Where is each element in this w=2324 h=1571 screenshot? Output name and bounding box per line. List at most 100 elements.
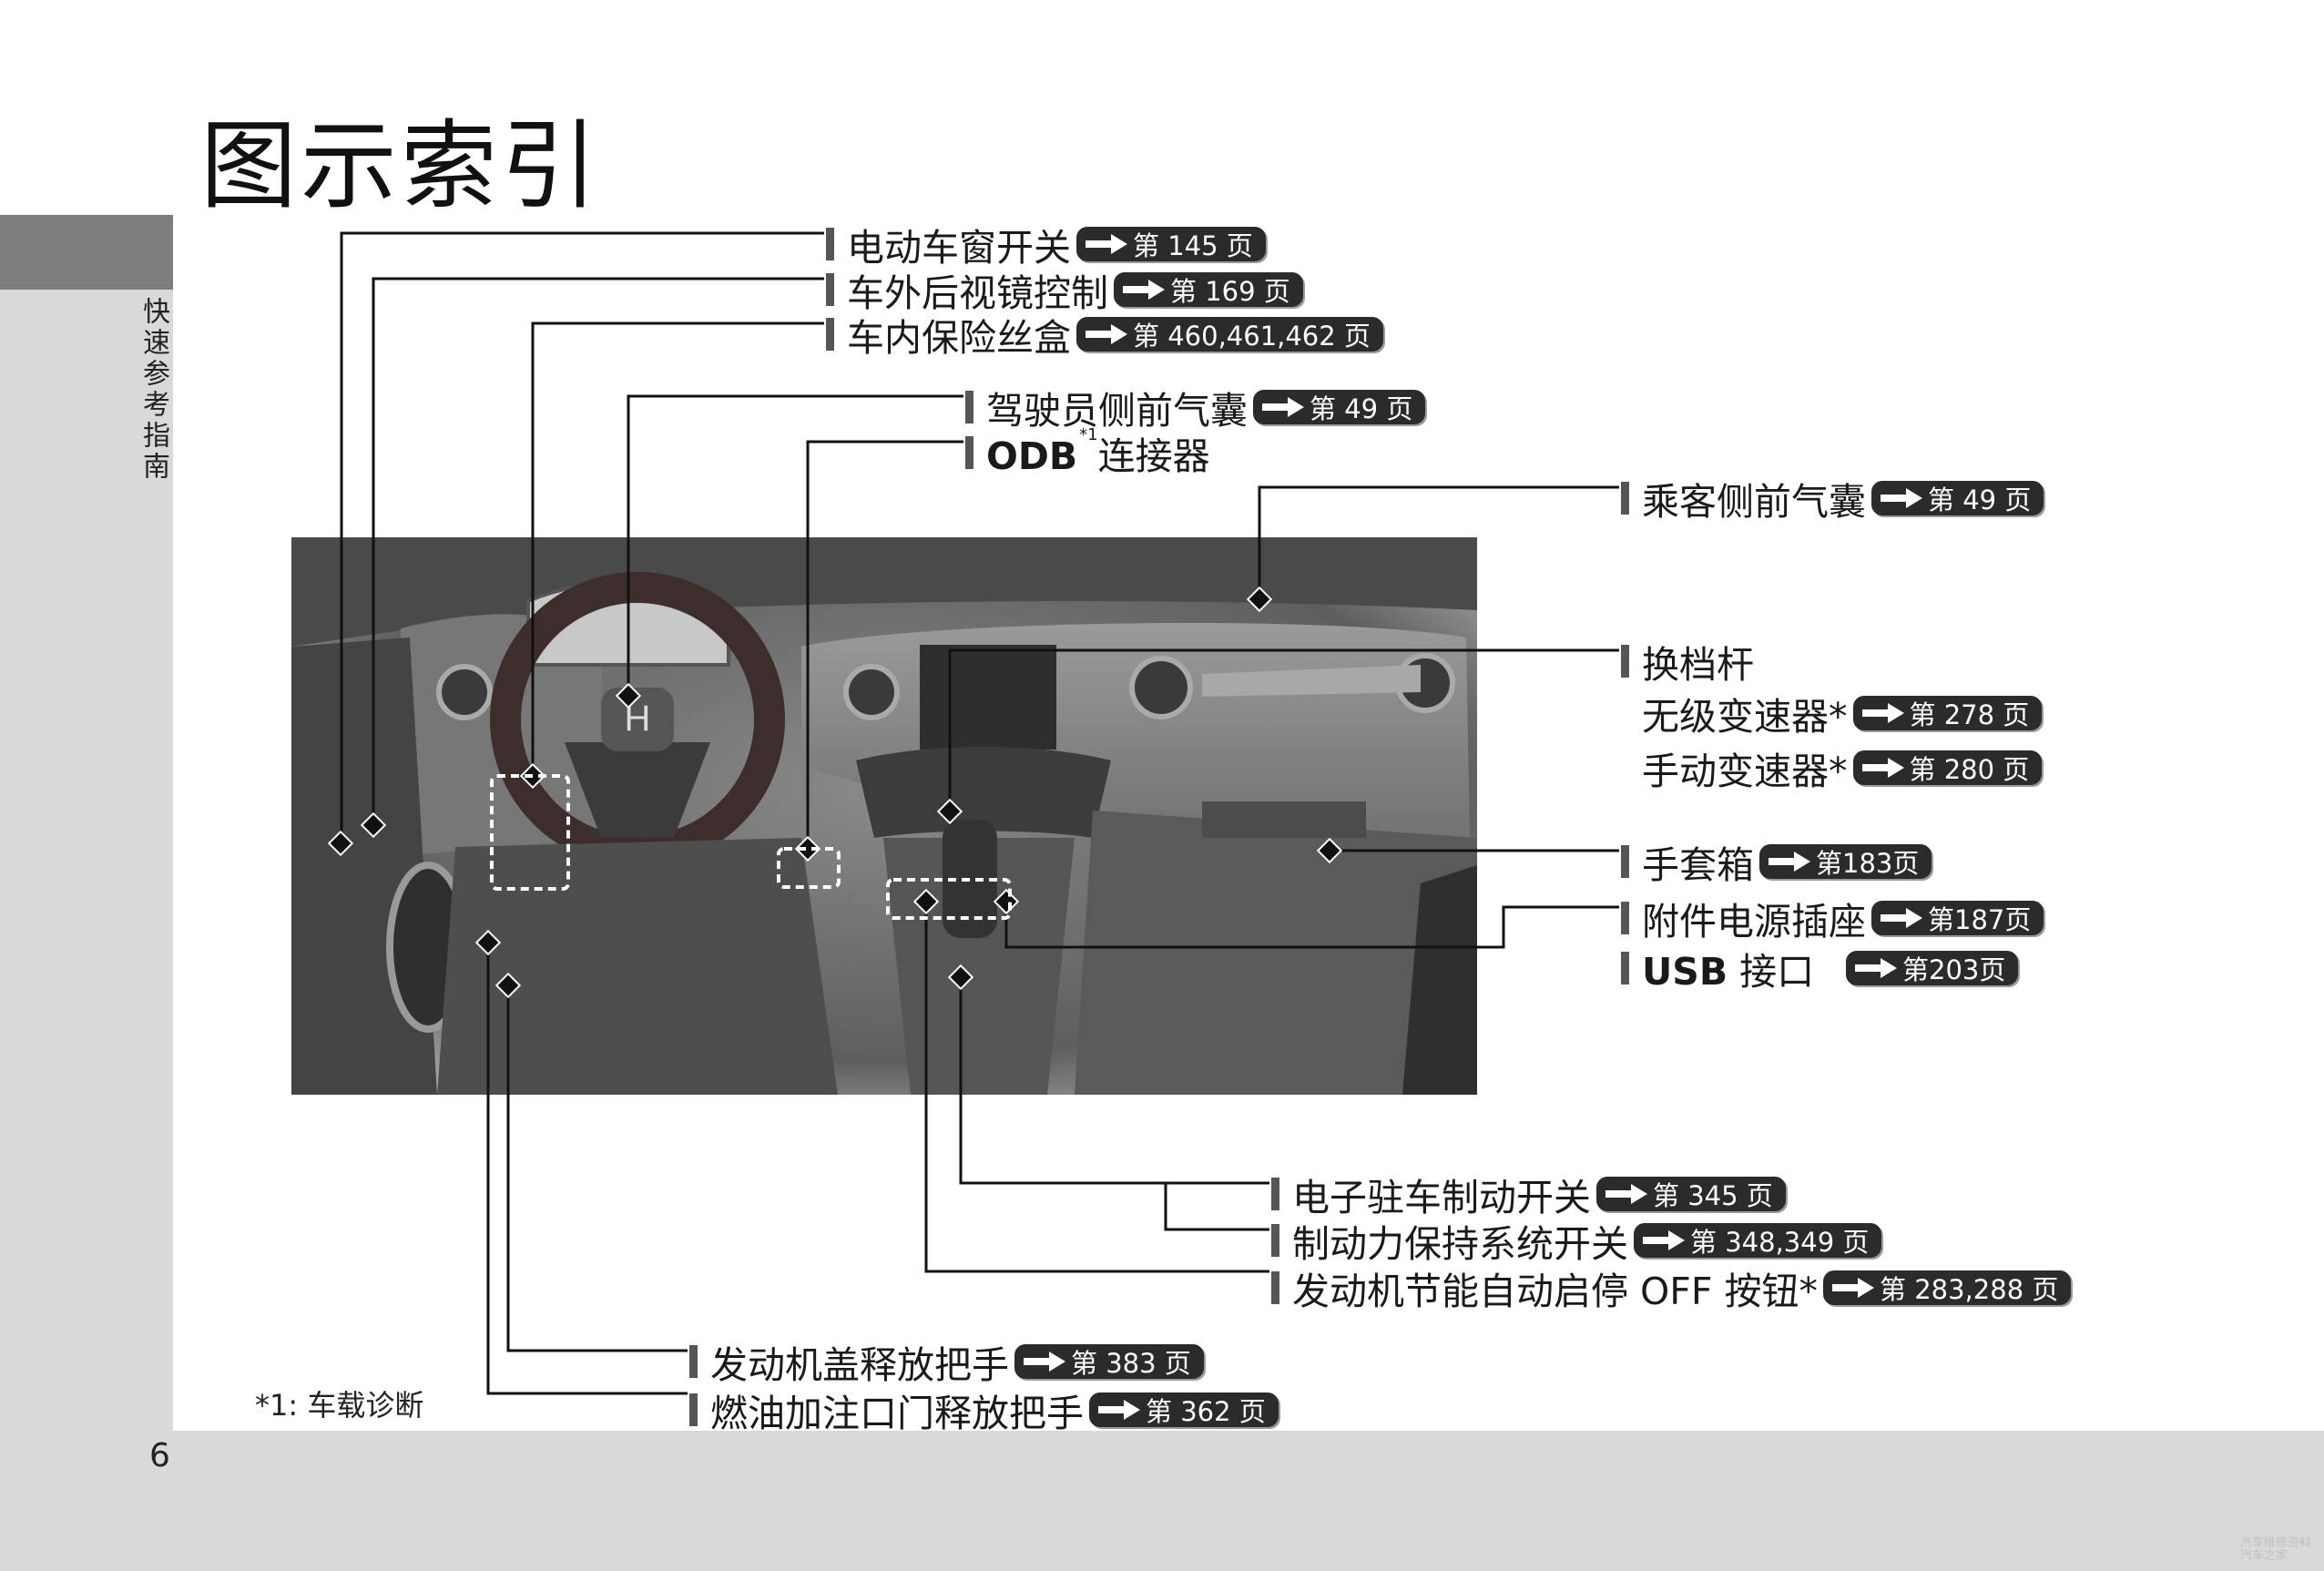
callout-label-text: 连接器 [1097, 434, 1210, 478]
callout-interior-fuse-box: 车内保险丝盒 第 460,461,462 页 [826, 307, 1383, 362]
arrow-right-icon [1881, 488, 1922, 508]
page-reference-link[interactable]: 第 169 页 [1114, 272, 1303, 307]
callout-label: 换档杆 [1642, 643, 1754, 687]
callout-label: 电子驻车制动开关 [1292, 1176, 1591, 1219]
footnote: *1: 车载诊断 [255, 1388, 424, 1423]
footer-band [0, 1431, 2324, 1571]
callout-marker [1621, 902, 1629, 934]
callout-label: USB 接口 [1642, 941, 1840, 995]
page-reference-text: 第 49 页 [1928, 485, 2032, 515]
callout-brake-hold-switch: 制动力保持系统开关 第 348,349 页 [1271, 1213, 1882, 1268]
arrow-right-icon [1768, 852, 1810, 872]
callout-label: 燃油加注口门释放把手 [710, 1392, 1084, 1435]
page-reference-text: 第 362 页 [1146, 1396, 1266, 1427]
callout-exterior-mirror-control: 车外后视镜控制 第 169 页 [826, 262, 1303, 317]
page-reference-text: 第 383 页 [1071, 1348, 1191, 1379]
callout-label: 无级变速器* [1642, 695, 1848, 739]
callout-driver-front-airbag: 驾驶员侧前气囊 第 49 页 [965, 380, 1426, 434]
callout-fuel-fill-door-release-handle: 燃油加注口门释放把手 第 362 页 [689, 1382, 1279, 1437]
callout-cvt: 无级变速器* 第 278 页 [1621, 686, 2043, 740]
page-number: 6 [149, 1437, 170, 1474]
arrow-right-icon [1832, 1278, 1875, 1298]
callout-marker [826, 273, 834, 306]
callout-label: 驾驶员侧前气囊 [986, 389, 1248, 433]
callout-label: 手套箱 [1642, 843, 1754, 887]
callout-label: 手动变速器* [1642, 750, 1848, 793]
callout-label: ODB*1连接器 [986, 425, 1210, 480]
page-reference-text: 第187页 [1928, 904, 2032, 935]
callout-obd-connector: ODB*1连接器 [965, 425, 1210, 480]
page-reference-link[interactable]: 第 460,461,462 页 [1076, 317, 1383, 352]
callout-marker [826, 228, 834, 260]
callout-marker [1621, 952, 1629, 984]
page-reference-text: 第 169 页 [1170, 276, 1290, 307]
callout-auto-idle-stop-off-button: 发动机节能自动启停 OFF 按钮* 第 283,288 页 [1271, 1260, 2072, 1315]
callout-label: 发动机节能自动启停 OFF 按钮* [1292, 1270, 1819, 1313]
page-title: 图示索引 [200, 110, 601, 222]
page-reference-link[interactable]: 第203页 [1846, 951, 2019, 985]
callout-accessory-power-socket: 附件电源插座 第187页 [1621, 891, 2044, 945]
watermark: 汽车维修资料 汽车之家 [2240, 1536, 2312, 1563]
callout-marker [1621, 645, 1629, 678]
callout-label: 附件电源插座 [1642, 900, 1866, 944]
page-reference-link[interactable]: 第 280 页 [1852, 750, 2043, 785]
page-reference-text: 第183页 [1816, 848, 1920, 879]
callout-label-bold: ODB [986, 434, 1078, 478]
callout-power-window-switch: 电动车窗开关 第 145 页 [826, 217, 1266, 271]
page-reference-link[interactable]: 第 145 页 [1076, 227, 1266, 261]
page-reference-text: 第203页 [1902, 954, 2006, 985]
callout-marker [965, 436, 973, 469]
callout-manual-transmission: 手动变速器* 第 280 页 [1621, 740, 2043, 795]
side-strip [0, 215, 173, 1440]
arrow-right-icon [1098, 1400, 1140, 1420]
arrow-right-icon [1861, 758, 1904, 778]
callout-passenger-front-airbag: 乘客侧前气囊 第 49 页 [1621, 471, 2044, 525]
footnote-marker: *1 [1079, 425, 1098, 444]
page-reference-text: 第 145 页 [1133, 230, 1253, 261]
arrow-right-icon [1861, 703, 1904, 723]
callout-hood-release-handle: 发动机盖释放把手 第 383 页 [689, 1334, 1204, 1389]
callout-marker [1271, 1271, 1279, 1304]
page-reference-link[interactable]: 第 49 页 [1871, 481, 2044, 515]
arrow-right-icon [1086, 324, 1127, 344]
page-reference-link[interactable]: 第 278 页 [1852, 696, 2043, 730]
callout-marker [689, 1393, 698, 1426]
callout-electric-parking-brake-switch: 电子驻车制动开关 第 345 页 [1271, 1167, 1786, 1221]
page-reference-text: 第 345 页 [1653, 1180, 1773, 1211]
callout-label: 车内保险丝盒 [847, 316, 1071, 360]
page-reference-text: 第 283,288 页 [1880, 1274, 2059, 1305]
page-reference-link[interactable]: 第187页 [1871, 901, 2044, 935]
page-reference-link[interactable]: 第 348,349 页 [1634, 1223, 1882, 1258]
page-reference-link[interactable]: 第183页 [1759, 844, 1932, 879]
page-reference-text: 第 348,349 页 [1690, 1227, 1870, 1258]
page-reference-text: 第 49 页 [1310, 393, 1413, 424]
page-reference-text: 第 280 页 [1909, 754, 2030, 785]
section-label: 快速参考指南 [138, 297, 169, 483]
arrow-right-icon [1262, 397, 1304, 417]
callout-marker [1271, 1224, 1279, 1257]
callout-label: 电动车窗开关 [847, 226, 1071, 270]
dashboard-photo: H [291, 537, 1477, 1095]
arrow-right-icon [1881, 908, 1922, 928]
callout-marker [1271, 1178, 1279, 1210]
arrow-right-icon [1024, 1352, 1065, 1372]
arrow-right-icon [1855, 958, 1897, 978]
page-reference-link[interactable]: 第 283,288 页 [1823, 1270, 2072, 1305]
arrow-right-icon [1123, 280, 1165, 300]
callout-label: 乘客侧前气囊 [1642, 480, 1866, 524]
section-tab [0, 215, 173, 290]
page-reference-link[interactable]: 第 49 页 [1253, 390, 1426, 424]
page-reference-text: 第 278 页 [1909, 699, 2030, 730]
callout-shift-lever: 换档杆 [1621, 634, 1754, 689]
callout-label-text: 接口 [1728, 950, 1815, 994]
arrow-right-icon [1086, 234, 1127, 254]
page-reference-link[interactable]: 第 383 页 [1014, 1344, 1204, 1379]
callout-marker [1621, 845, 1629, 878]
page-reference-link[interactable]: 第 345 页 [1596, 1177, 1786, 1211]
callout-marker [1621, 482, 1629, 515]
callout-label-bold: USB [1642, 950, 1728, 994]
callout-label: 制动力保持系统开关 [1292, 1222, 1628, 1266]
page-reference-link[interactable]: 第 362 页 [1089, 1392, 1279, 1427]
callout-marker [689, 1345, 698, 1378]
callout-usb-port: USB 接口 第203页 [1621, 941, 2019, 995]
